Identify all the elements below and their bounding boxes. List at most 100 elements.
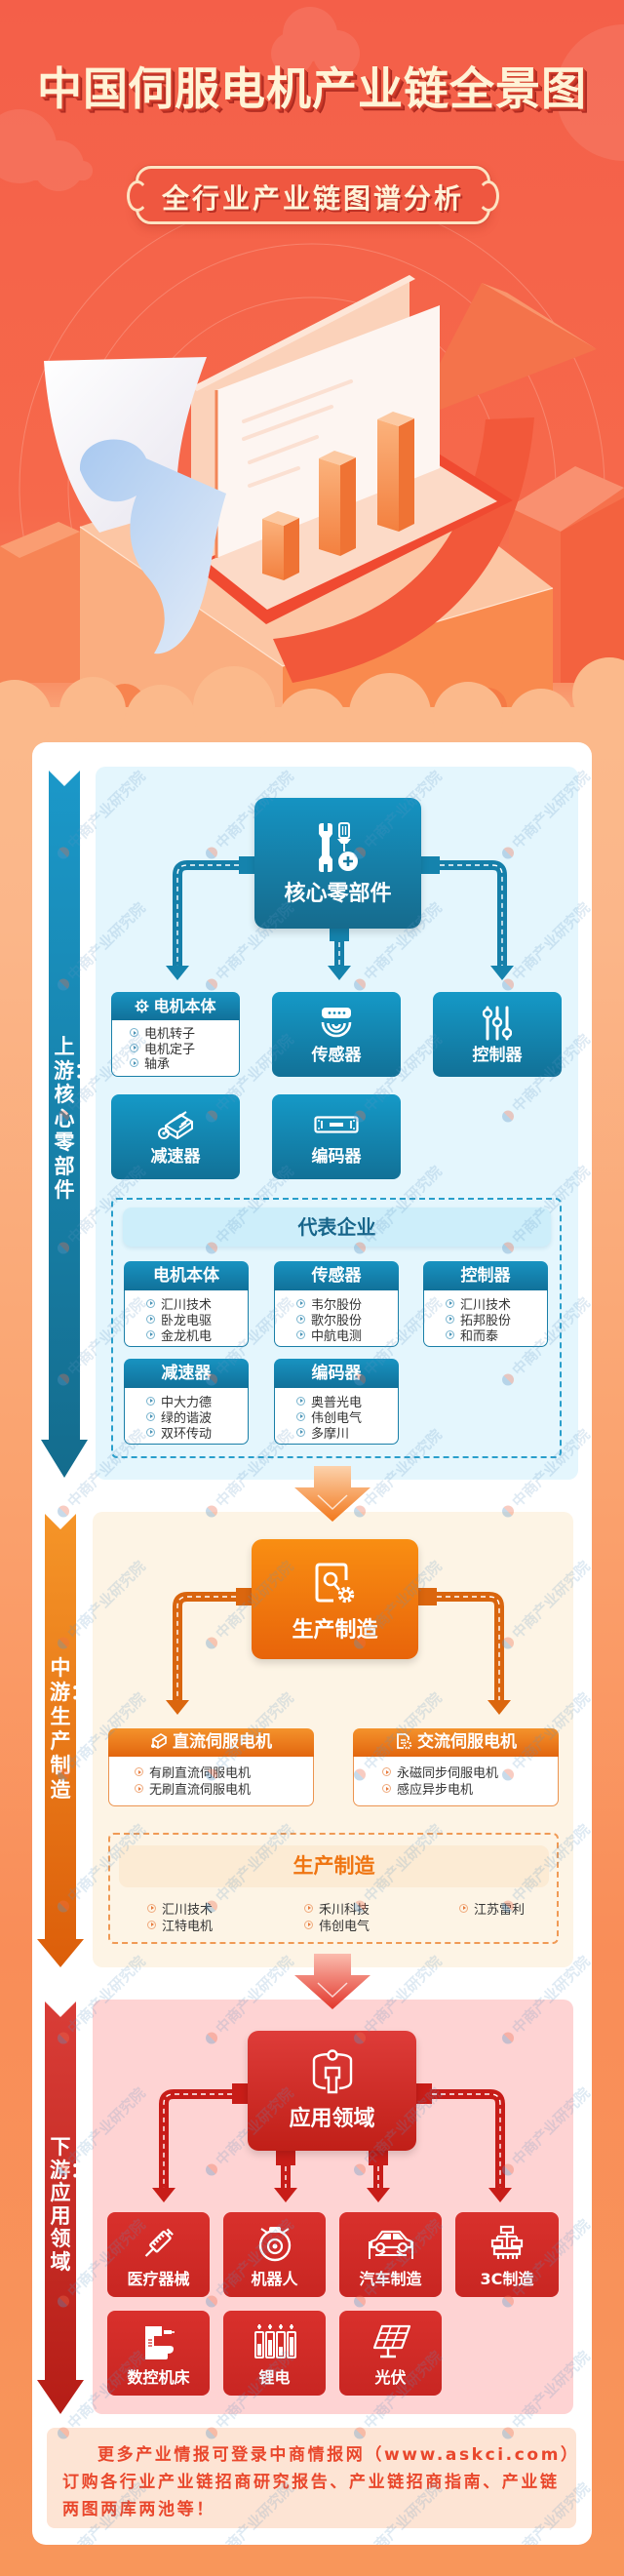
company-name: 中航电测 xyxy=(311,1328,363,1344)
company-item: 多摩川 xyxy=(296,1424,398,1442)
component-card-header: 电机本体 xyxy=(111,992,240,1020)
company-item: 禾川科技 xyxy=(304,1900,370,1918)
component-item-text: 轴承 xyxy=(144,1057,171,1073)
category-item: 永磁同步伺服电机 xyxy=(382,1764,558,1781)
application-label: 光伏 xyxy=(374,2368,407,2387)
company-card-header: 控制器 xyxy=(423,1261,548,1290)
company-item: 绿的谐波 xyxy=(146,1408,248,1426)
core-parts-label: 核心零部件 xyxy=(284,882,392,906)
company-name: 韦尔股份 xyxy=(311,1297,363,1313)
core-parts-box: 核心零部件 xyxy=(254,798,421,929)
application-tile-robot: 机器人 xyxy=(223,2212,326,2297)
company-name: 和而泰 xyxy=(460,1328,499,1344)
footer-notice: 更多产业情报可登录中商情报网（www.askci.com） 订购各行业产业链招商… xyxy=(47,2428,577,2528)
component-card-motor-body: 电机本体 电机转子 电机定子 轴承 xyxy=(111,992,240,1077)
component-item-text: 电机定子 xyxy=(144,1042,196,1057)
company-row: 江特电机 xyxy=(147,1917,214,1934)
component-tile-reducer: 减速器 xyxy=(111,1094,240,1179)
company-name: 伟创电气 xyxy=(319,1919,370,1934)
application-label: 3C制造 xyxy=(480,2270,534,2288)
encoder-icon xyxy=(314,1116,359,1133)
bullet-icon xyxy=(296,1427,305,1437)
company-name: 汇川技术 xyxy=(161,1297,213,1313)
footer-line-3: 两图两库两池等！ xyxy=(62,2500,215,2519)
application-box: 应用领域 xyxy=(248,2031,416,2151)
company-list: 韦尔股份 歌尔股份 中航电测 xyxy=(275,1290,398,1344)
company-list: 汇川技术 拓邦股份 和而泰 xyxy=(424,1290,547,1344)
circuit-icon xyxy=(490,2225,524,2262)
component-tile-sensor: 传感器 xyxy=(272,992,401,1077)
bullet-icon xyxy=(147,1920,156,1929)
component-label: 减速器 xyxy=(150,1147,201,1167)
company-name: 汇川技术 xyxy=(162,1902,214,1918)
component-item: 电机转子 xyxy=(130,1025,239,1042)
bullet-icon xyxy=(135,1784,143,1793)
company-name: 歌尔股份 xyxy=(311,1313,363,1328)
footer-line-1: 更多产业情报可登录中商情报网（www.askci.com） xyxy=(98,2445,580,2465)
company-item: 中航电测 xyxy=(296,1327,398,1344)
application-label: 锂电 xyxy=(258,2368,291,2387)
component-items: 电机转子 电机定子 轴承 xyxy=(112,1020,239,1073)
component-label: 编码器 xyxy=(311,1147,362,1167)
application-label: 机器人 xyxy=(251,2270,298,2288)
company-card-sensor: 传感器 韦尔股份 歌尔股份 中航电测 xyxy=(274,1261,399,1347)
representative-companies-panel xyxy=(111,1198,562,1458)
company-card-reducer: 减速器 中大力德 绿的谐波 双环传动 xyxy=(124,1359,249,1445)
company-item: 拓邦股份 xyxy=(446,1311,547,1328)
company-name: 禾川科技 xyxy=(319,1902,370,1918)
wrench-screwdriver-icon xyxy=(317,822,360,873)
downstream-stage-arrow xyxy=(37,2001,84,2414)
company-name: 汇川技术 xyxy=(460,1297,512,1313)
company-item: 韦尔股份 xyxy=(296,1295,398,1313)
component-card-body: 电机转子 电机定子 轴承 xyxy=(111,1020,240,1077)
company-item: 汇川技术 xyxy=(147,1900,214,1918)
category-card-header: 直流伺服电机 xyxy=(108,1728,314,1757)
bullet-icon xyxy=(296,1396,305,1406)
bullet-icon xyxy=(146,1298,155,1308)
company-card-controller: 控制器 汇川技术 拓邦股份 和而泰 xyxy=(423,1261,548,1347)
representative-companies-title: 代表企业 xyxy=(123,1208,551,1247)
company-list: 中大力德 绿的谐波 双环传动 xyxy=(125,1388,248,1442)
category-item: 无刷直流伺服电机 xyxy=(135,1780,313,1798)
company-name: 金龙机电 xyxy=(161,1328,213,1344)
bullet-icon xyxy=(382,1784,391,1793)
bullet-icon xyxy=(130,1043,138,1052)
company-item: 汇川技术 xyxy=(146,1295,248,1313)
bullet-icon xyxy=(146,1427,155,1437)
category-items: 永磁同步伺服电机 感应异步电机 xyxy=(354,1757,558,1798)
application-tile-automotive: 汽车制造 xyxy=(339,2212,442,2297)
company-item: 金龙机电 xyxy=(146,1327,248,1344)
company-row: 禾川科技 xyxy=(304,1900,370,1918)
company-item: 歌尔股份 xyxy=(296,1311,398,1328)
car-icon xyxy=(368,2228,414,2261)
bullet-icon xyxy=(304,1920,313,1929)
company-list: 汇川技术 卧龙电驱 金龙机电 xyxy=(125,1290,248,1344)
company-name: 江特电机 xyxy=(162,1919,214,1934)
company-card-encoder: 编码器 奥普光电 伟创电气 多摩川 xyxy=(274,1359,399,1445)
upstream-stage-label: 上游：核心零部件 xyxy=(54,1035,95,1202)
manufacturing-icon xyxy=(314,1561,357,1605)
manufacturing-companies-panel xyxy=(108,1833,559,1944)
category-item-text: 无刷直流伺服电机 xyxy=(149,1783,252,1798)
bullet-icon xyxy=(296,1314,305,1324)
downstream-stage-label: 下游：应用领域 xyxy=(50,2135,91,2274)
component-label: 传感器 xyxy=(311,1046,362,1065)
application-icon xyxy=(310,2048,355,2095)
bullet-icon xyxy=(304,1903,313,1913)
bullet-icon xyxy=(146,1411,155,1421)
application-tile-cnc: 数控机床 xyxy=(107,2311,210,2396)
bullet-icon xyxy=(296,1329,305,1339)
company-card-body: 中大力德 绿的谐波 双环传动 xyxy=(124,1388,249,1445)
midstream-stage-label: 中游：生产制造 xyxy=(50,1656,91,1802)
midstream-stage-arrow xyxy=(37,1514,84,1967)
company-item: 江苏雷利 xyxy=(459,1900,525,1918)
category-items: 有刷直流伺服电机 无刷直流伺服电机 xyxy=(109,1757,313,1798)
page-title: 中国伺服电机产业链全景图 xyxy=(37,62,587,115)
manufacturing-label: 生产制造 xyxy=(292,1618,378,1643)
category-card-body: 永磁同步伺服电机 感应异步电机 xyxy=(353,1757,559,1806)
component-tile-encoder: 编码器 xyxy=(272,1094,401,1179)
bullet-icon xyxy=(146,1329,155,1339)
transition-arrow-icon xyxy=(294,1954,370,2009)
upstream-stage-arrow xyxy=(41,771,88,1478)
dc-motor-icon xyxy=(150,1732,168,1750)
